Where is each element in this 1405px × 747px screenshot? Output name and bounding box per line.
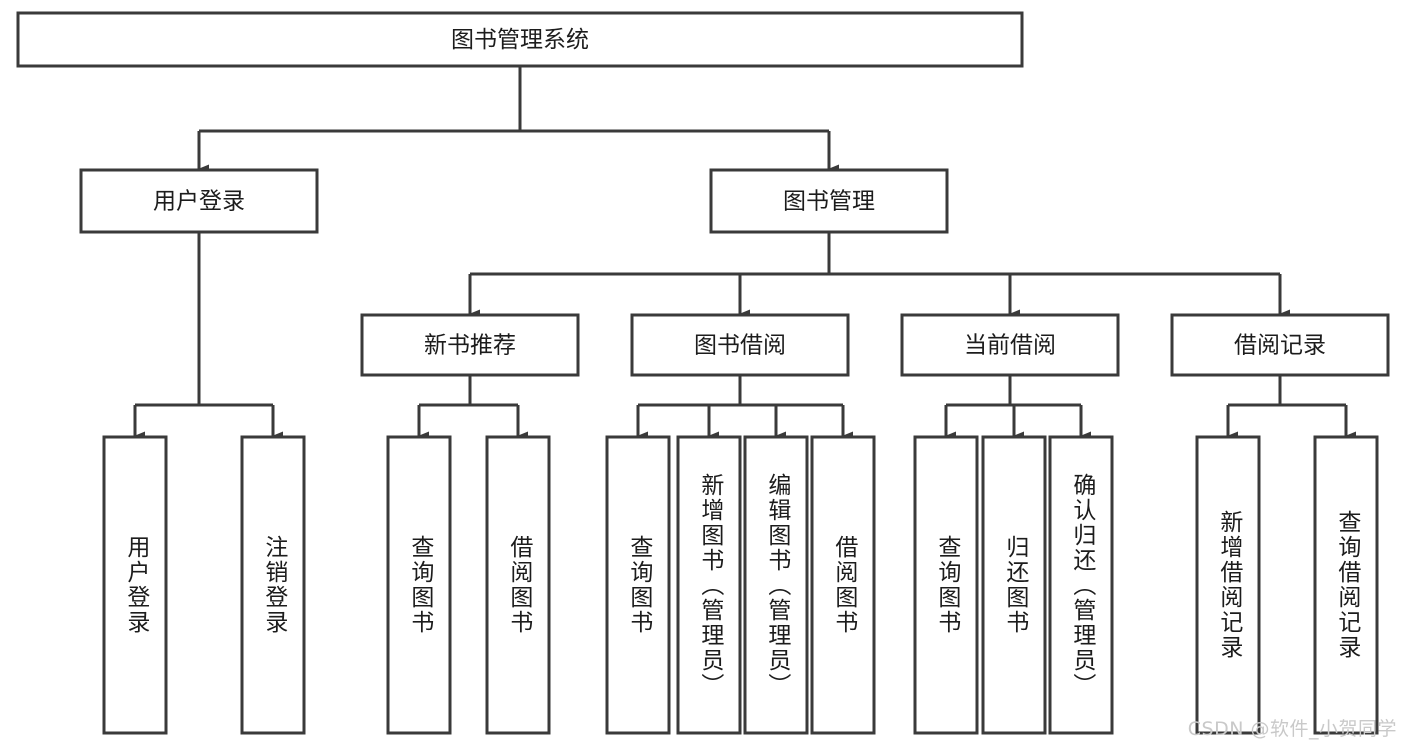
node-box-leaf-logout[interactable] (240, 435, 306, 735)
edges-layer (133, 66, 1356, 441)
node-box-leaf-query-book-2[interactable] (605, 435, 671, 735)
node-box-leaf-add-record[interactable] (1195, 435, 1261, 735)
node-label-book-borrow: 图书借阅 (694, 333, 786, 359)
node-box-borrow-record[interactable] (1170, 313, 1390, 377)
node-box-leaf-borrow-book-1[interactable] (485, 435, 551, 735)
node-label-current-borrow: 当前借阅 (964, 333, 1056, 359)
node-box-leaf-query-record[interactable] (1313, 435, 1379, 735)
node-box-current-borrow[interactable] (900, 313, 1120, 377)
node-box-user-login[interactable] (79, 168, 319, 234)
node-box-leaf-query-book-1[interactable] (386, 435, 452, 735)
watermark-text: CSDN @软件_小贺同学 (1187, 718, 1397, 740)
node-box-leaf-add-book[interactable] (676, 435, 742, 735)
node-box-book-borrow[interactable] (630, 313, 850, 377)
node-label-root: 图书管理系统 (451, 27, 589, 53)
node-box-leaf-user-login[interactable] (102, 435, 168, 735)
node-box-leaf-return-book[interactable] (981, 435, 1047, 735)
node-box-leaf-query-book-3[interactable] (913, 435, 979, 735)
node-box-root[interactable] (16, 11, 1024, 68)
node-box-leaf-edit-book[interactable] (743, 435, 809, 735)
node-label-book-manage: 图书管理 (783, 189, 875, 215)
node-box-leaf-confirm-return[interactable] (1048, 435, 1114, 735)
node-label-new-book-rec: 新书推荐 (424, 333, 516, 359)
node-box-book-manage[interactable] (709, 168, 949, 234)
node-box-new-book-rec[interactable] (360, 313, 580, 377)
node-label-borrow-record: 借阅记录 (1234, 333, 1326, 359)
node-label-user-login: 用户登录 (153, 189, 245, 215)
node-box-leaf-borrow-book-2[interactable] (810, 435, 876, 735)
